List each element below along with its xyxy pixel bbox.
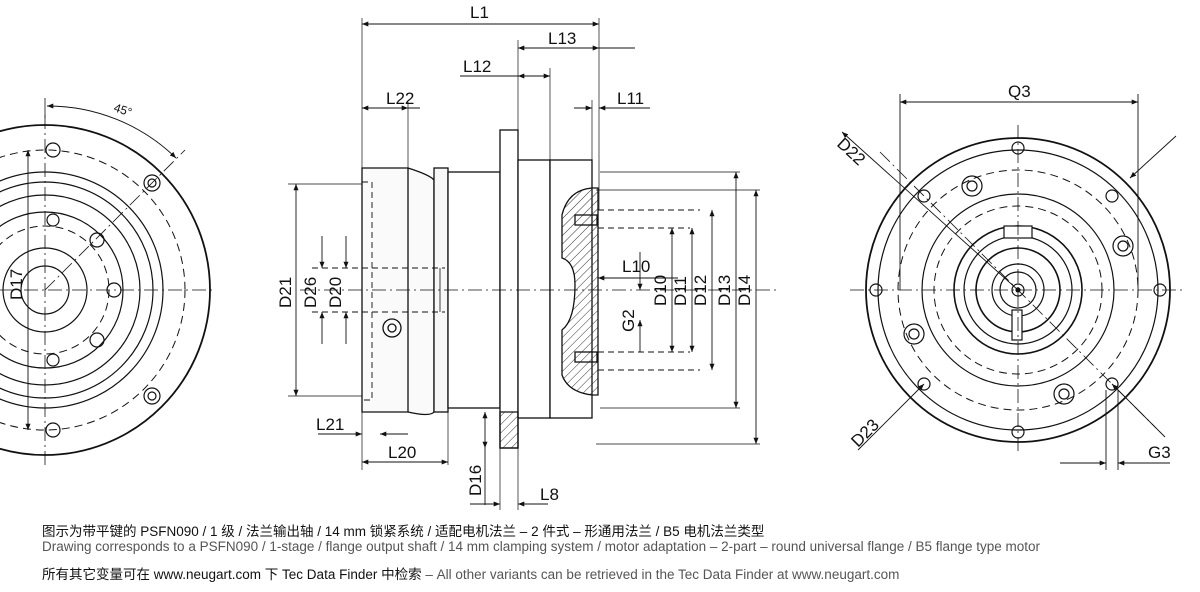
- dim-L8: L8: [540, 485, 559, 504]
- dim-Q3: Q3: [1008, 82, 1031, 101]
- output-housing: [361, 167, 435, 416]
- left-view-bolt-holes: [45, 142, 161, 438]
- dim-L13: L13: [548, 29, 576, 48]
- dim-D12: D12: [691, 275, 710, 306]
- dim-D20: D20: [326, 277, 345, 308]
- left-view: [0, 98, 215, 465]
- side-view-extension-lines: [288, 18, 760, 510]
- side-view: [300, 129, 780, 449]
- caption-link-line: 所有其它变量可在 www.neugart.com 下 Tec Data Find…: [42, 563, 899, 583]
- dim-D22: D22: [833, 134, 869, 169]
- caption-english: Drawing corresponds to a PSFN090 / 1-sta…: [42, 539, 1041, 554]
- left-view-centerlines: [0, 115, 215, 465]
- dim-D13: D13: [715, 275, 734, 306]
- dim-D23: D23: [847, 415, 882, 450]
- caption-link-english: – All other variants can be retrieved in…: [425, 567, 900, 582]
- dim-D14: D14: [735, 275, 754, 306]
- dim-G2: G2: [619, 309, 638, 332]
- caption-link-chinese: 所有其它变量可在 www.neugart.com 下 Tec Data Find…: [42, 567, 422, 582]
- dim-L21: L21: [316, 415, 344, 434]
- dim-D10: D10: [651, 275, 670, 306]
- angle-label: 45°: [112, 101, 134, 120]
- right-view: [850, 125, 1186, 455]
- adapter-section: [561, 187, 599, 396]
- caption-chinese: 图示为带平键的 PSFN090 / 1 级 / 法兰输出轴 / 14 mm 锁紧…: [42, 524, 765, 539]
- dim-L20: L20: [388, 443, 416, 462]
- dim-D21: D21: [276, 277, 295, 308]
- dim-L1: L1: [470, 3, 489, 22]
- dim-L10: L10: [622, 257, 650, 276]
- dim-L12: L12: [463, 57, 491, 76]
- dim-D16: D16: [466, 465, 485, 496]
- right-view-dimensions: [841, 94, 1177, 470]
- dim-D11: D11: [671, 276, 690, 306]
- dim-L22: L22: [386, 89, 414, 108]
- technical-drawing: 45° D17: [0, 3, 1186, 510]
- side-view-dimensions: [293, 21, 759, 507]
- dim-D17: D17: [7, 269, 26, 300]
- motor-flange: [499, 129, 519, 449]
- dim-L11: L11: [617, 89, 644, 108]
- dim-G3: G3: [1148, 443, 1171, 462]
- dim-D26: D26: [301, 277, 320, 308]
